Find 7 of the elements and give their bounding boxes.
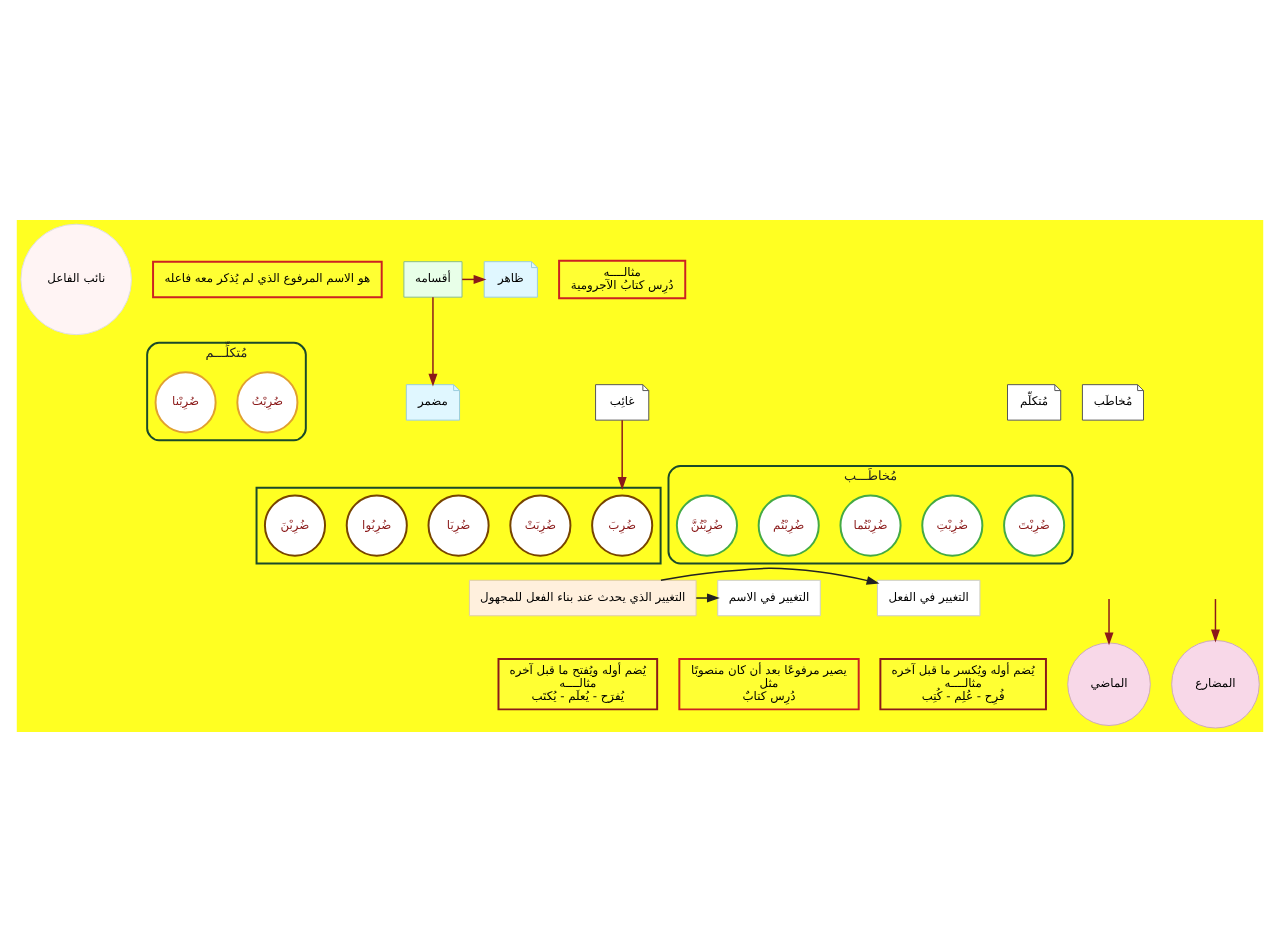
arrow bbox=[1210, 598, 1220, 643]
arrow bbox=[1104, 598, 1114, 646]
arrow bbox=[660, 567, 880, 585]
arrow bbox=[617, 419, 627, 490]
arrow bbox=[695, 593, 720, 603]
arrow bbox=[428, 296, 438, 387]
cluster bbox=[255, 486, 662, 565]
